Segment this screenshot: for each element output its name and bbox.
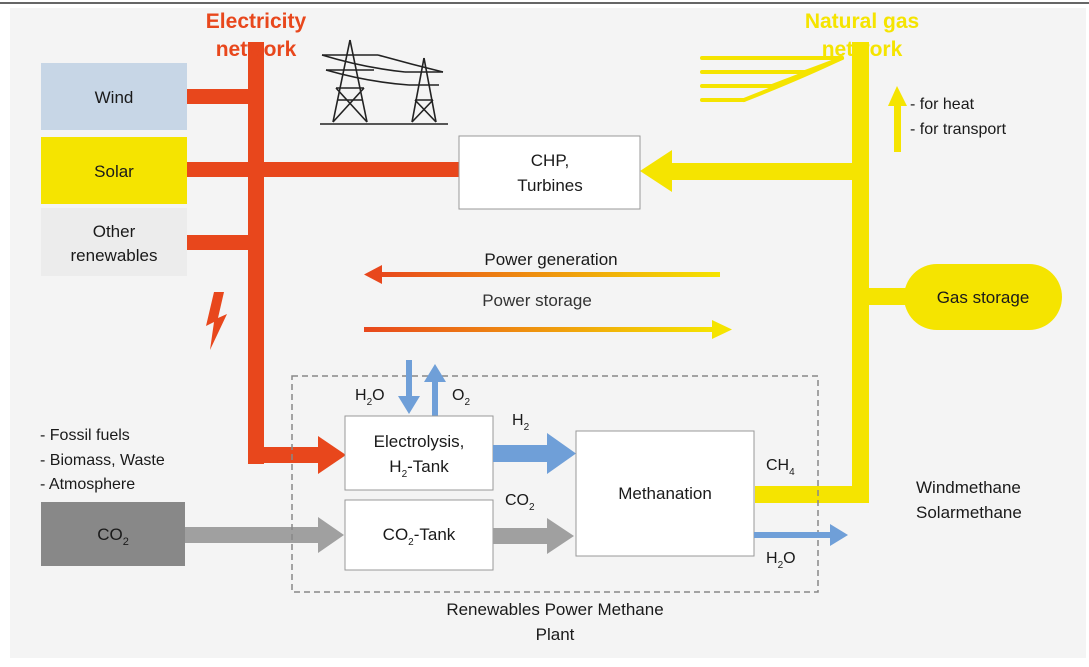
- electricity-trunk: [248, 42, 264, 464]
- chp-box-bg: [458, 135, 641, 210]
- methanation-box-bg: [575, 430, 755, 557]
- chp-label-line2: Turbines: [517, 176, 583, 195]
- power-generation-shaft: [378, 272, 720, 277]
- solar-feed-line: [187, 162, 264, 177]
- co2-source-biomass: - Biomass, Waste: [40, 452, 165, 469]
- power-storage-arrow: [364, 320, 732, 339]
- electricity-network-title-line1: Electricity: [206, 10, 307, 33]
- other-renewables-box: Other renewables: [41, 208, 187, 276]
- h2o-out-line: [754, 532, 834, 538]
- co2-feed-line: [185, 527, 320, 543]
- power-generation-label: Power generation: [484, 250, 617, 269]
- gas-storage-label: Gas storage: [937, 288, 1030, 307]
- h2o-out-arrowhead: [830, 524, 848, 546]
- gas-to-chp-line: [670, 163, 869, 180]
- co2-source-box-bg: [41, 502, 185, 566]
- h2o-in-arrow: [398, 360, 420, 414]
- electrolysis-label-line2: H2-Tank: [389, 457, 449, 480]
- chp-box: CHP, Turbines: [458, 135, 641, 210]
- power-storage-shaft: [364, 327, 716, 332]
- solar-box: Solar: [41, 137, 187, 204]
- co2-flow-label: CO2: [505, 492, 535, 513]
- gas-lines: [640, 42, 919, 503]
- product-windmethane: Windmethane: [916, 478, 1021, 497]
- gas-uses-arrow-shaft: [894, 104, 901, 152]
- electricity-network-title-line2: network: [216, 38, 297, 61]
- h2o-out-label: H2O: [766, 550, 796, 571]
- plant-name-line2: Plant: [536, 625, 575, 644]
- co2-source-fossil: - Fossil fuels: [40, 427, 130, 444]
- gas-network-title-line2: network: [822, 38, 903, 61]
- electrolysis-feed-line: [248, 447, 320, 463]
- other-renewables-box-bg: [41, 208, 187, 276]
- solar-label: Solar: [94, 162, 134, 181]
- co2-flow-arrowhead: [547, 518, 574, 554]
- co2-tank-box-bg: [344, 499, 494, 571]
- gas-storage-bg: [904, 264, 1062, 330]
- power-storage-label: Power storage: [482, 291, 592, 310]
- gas-uses-arrowhead: [888, 86, 907, 106]
- gas-to-chp-arrowhead: [640, 150, 672, 192]
- power-storage-arrowhead: [712, 320, 732, 339]
- chp-label-line1: CHP,: [531, 151, 569, 170]
- methanation-label: Methanation: [618, 484, 712, 503]
- gas-use-heat: - for heat: [910, 96, 975, 113]
- other-renewables-label-line2: renewables: [71, 246, 158, 265]
- lightning-icon: [206, 292, 227, 350]
- plant-boundary: [291, 375, 819, 593]
- power-generation-arrowhead: [364, 265, 382, 284]
- electricity-lines: [187, 42, 460, 474]
- plant-name-line1: Renewables Power Methane: [446, 600, 663, 619]
- co2-source-label: CO2: [97, 525, 129, 548]
- ch4-label: CH4: [766, 457, 795, 478]
- o2-out-label: O2: [452, 387, 470, 408]
- electrolysis-feed-arrowhead: [318, 436, 346, 474]
- h2-flow-arrowhead: [547, 433, 576, 474]
- product-solarmethane: Solarmethane: [916, 503, 1022, 522]
- h2o-in-label: H2O: [355, 387, 385, 408]
- electrolysis-box: Electrolysis, H2-Tank: [344, 415, 494, 491]
- co2-feed-arrowhead: [318, 517, 344, 553]
- gas-use-transport: - for transport: [910, 121, 1007, 138]
- methane-output-line: [755, 486, 869, 503]
- chp-electric-line: [264, 162, 460, 177]
- electrolysis-box-bg: [344, 415, 494, 491]
- wind-box: Wind: [41, 63, 187, 130]
- wind-box-bg: [41, 63, 187, 130]
- gas-network-icon: [700, 56, 844, 102]
- other-renewables-label-line1: Other: [93, 222, 136, 241]
- co2-tank-box: CO2-Tank: [344, 499, 494, 571]
- gas-storage: Gas storage: [904, 264, 1062, 330]
- other-feed-line: [187, 235, 264, 250]
- co2-flow-line: [493, 528, 549, 544]
- electrolysis-label-line1: Electrolysis,: [374, 432, 465, 451]
- power-pylon-icon: [320, 39, 448, 125]
- wind-label: Wind: [95, 88, 134, 107]
- solar-box-bg: [41, 137, 187, 204]
- power-generation-arrow: [364, 265, 720, 284]
- wind-feed-line: [187, 89, 264, 104]
- co2-source-box: CO2: [41, 502, 185, 566]
- gas-network-title-line1: Natural gas: [805, 10, 919, 33]
- h2-flow-line: [493, 445, 549, 462]
- gas-trunk: [852, 42, 869, 503]
- h2-label: H2: [512, 412, 530, 433]
- o2-out-arrow: [424, 364, 446, 416]
- co2-tank-label: CO2-Tank: [383, 525, 456, 548]
- methanation-box: Methanation: [575, 430, 755, 557]
- co2-source-atmosphere: - Atmosphere: [40, 476, 135, 493]
